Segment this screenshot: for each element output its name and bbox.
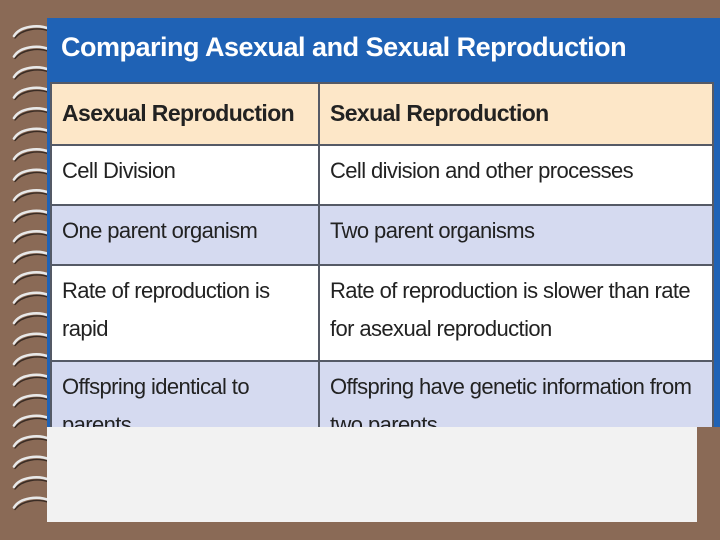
spiral-binding-ring-shadow xyxy=(14,335,50,347)
spiral-binding-ring-shadow xyxy=(14,397,50,408)
background-edge xyxy=(47,522,697,540)
spiral-binding-ring-shadow xyxy=(14,458,50,470)
spiral-binding-ring-icon xyxy=(12,291,52,304)
table-row: One parent organism Two parent organisms xyxy=(50,204,714,266)
table-row: Cell Division Cell division and other pr… xyxy=(50,144,714,206)
spiral-binding-ring-shadow xyxy=(14,130,50,142)
table-cell: Cell Division xyxy=(50,144,320,206)
table-title: Comparing Asexual and Sexual Reproductio… xyxy=(61,32,627,62)
table-cell: Rate of reproduction is rapid xyxy=(50,264,320,362)
header-sexual: Sexual Reproduction xyxy=(318,82,714,146)
spiral-binding-ring-icon xyxy=(12,168,52,181)
table-cell: Cell division and other processes xyxy=(318,144,714,206)
spiral-binding-ring-shadow xyxy=(14,233,50,244)
spiral-binding-ring-shadow xyxy=(14,192,50,203)
spiral-binding-ring-icon xyxy=(12,414,52,427)
spiral-binding-ring-shadow xyxy=(14,48,50,60)
comparison-table-panel: Comparing Asexual and Sexual Reproductio… xyxy=(47,18,720,428)
spiral-binding-ring-icon xyxy=(12,45,52,58)
spiral-binding-ring-icon xyxy=(12,189,52,202)
spiral-binding-ring-shadow xyxy=(14,151,50,162)
caption-panel xyxy=(47,427,697,522)
spiral-binding-ring-shadow xyxy=(14,110,50,121)
spiral-binding-ring-shadow xyxy=(14,376,50,388)
spiral-binding-ring-shadow xyxy=(14,274,50,285)
table-cell: One parent organism xyxy=(50,204,320,266)
spiral-binding-ring-shadow xyxy=(14,28,50,39)
spiral-binding-ring-icon xyxy=(12,332,52,345)
spiral-binding-ring-icon xyxy=(12,394,52,407)
spiral-binding-ring-shadow xyxy=(14,417,50,429)
spiral-binding-ring-icon xyxy=(12,496,52,509)
spiral-binding-ring-icon xyxy=(12,66,52,79)
spiral-binding-ring-shadow xyxy=(14,212,50,224)
spiral-binding-ring-icon xyxy=(12,86,52,99)
spiral-binding xyxy=(12,25,52,511)
spiral-binding-ring-shadow xyxy=(14,356,50,367)
spiral-binding-ring-icon xyxy=(12,209,52,222)
spiral-binding-ring-icon xyxy=(12,148,52,161)
spiral-binding-ring-shadow xyxy=(14,499,50,511)
table-cell: Rate of reproduction is slower than rate… xyxy=(318,264,714,362)
spiral-binding-ring-shadow xyxy=(14,171,50,183)
spiral-binding-ring-icon xyxy=(12,25,52,38)
header-asexual: Asexual Reproduction xyxy=(50,82,320,146)
spiral-binding-ring-icon xyxy=(12,107,52,120)
spiral-binding-ring-shadow xyxy=(14,438,50,449)
table-cell: Offspring identical to parents xyxy=(50,360,320,428)
table-cell: Offspring have genetic information from … xyxy=(318,360,714,428)
spiral-binding-ring-icon xyxy=(12,455,52,468)
spiral-binding-ring-icon xyxy=(12,271,52,284)
table-row: Offspring identical to parents Offspring… xyxy=(50,360,714,428)
spiral-binding-ring-icon xyxy=(12,353,52,366)
spiral-binding-ring-shadow xyxy=(14,253,50,265)
comparison-table: Asexual Reproduction Sexual Reproduction… xyxy=(50,82,714,428)
spiral-binding-ring-icon xyxy=(12,250,52,263)
background-edge xyxy=(697,427,720,540)
table-cell: Two parent organisms xyxy=(318,204,714,266)
spiral-binding-ring-icon xyxy=(12,373,52,386)
spiral-binding-ring-shadow xyxy=(14,315,50,326)
spiral-binding-ring-shadow xyxy=(14,479,50,490)
spiral-binding-ring-icon xyxy=(12,127,52,140)
spiral-binding-ring-shadow xyxy=(14,89,50,101)
spiral-binding-ring-shadow xyxy=(14,294,50,306)
spiral-binding-ring-icon xyxy=(12,435,52,448)
table-row: Rate of reproduction is rapid Rate of re… xyxy=(50,264,714,362)
spiral-binding-ring-icon xyxy=(12,312,52,325)
spiral-binding-ring-icon xyxy=(12,476,52,489)
spiral-binding-ring-shadow xyxy=(14,69,50,80)
spiral-binding-ring-icon xyxy=(12,230,52,243)
table-header-row: Asexual Reproduction Sexual Reproduction xyxy=(50,82,714,146)
